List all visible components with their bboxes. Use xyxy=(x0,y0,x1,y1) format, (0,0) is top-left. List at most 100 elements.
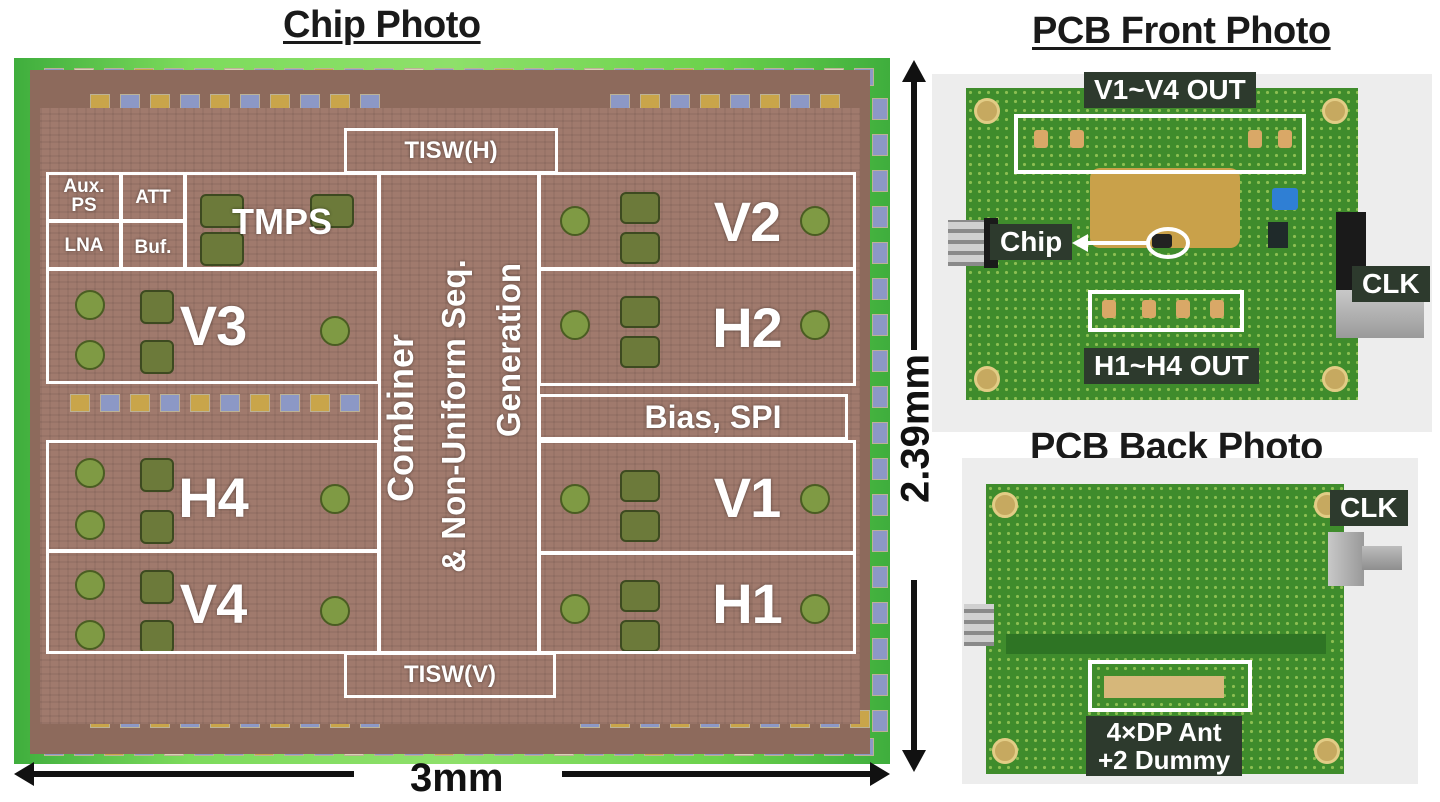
mount-hole xyxy=(992,492,1018,518)
inner-pad-row-mid xyxy=(70,394,360,412)
circuit-cell xyxy=(620,470,660,502)
chip-photo-title: Chip Photo xyxy=(283,4,481,46)
v3-label: V3 xyxy=(179,294,248,357)
combiner-label-line1: Combiner xyxy=(380,334,421,503)
width-dimension-arrow xyxy=(14,762,890,786)
antenna-box xyxy=(1088,660,1252,712)
h-out-pad xyxy=(1210,300,1224,318)
circuit-cell xyxy=(140,290,174,324)
h-out-pad xyxy=(1102,300,1116,318)
v3-box: V3 xyxy=(46,268,380,384)
clk-label-front: CLK xyxy=(1352,266,1430,302)
h1-box: H1 xyxy=(538,552,856,654)
v-out-box xyxy=(1014,114,1306,174)
h4-label: H4 xyxy=(178,466,249,529)
combiner-box: Combiner & Non-Uniform Seq. Generation xyxy=(378,172,540,654)
h2-box: H2 xyxy=(538,268,856,386)
circuit-cell xyxy=(310,194,354,228)
circuit-cell xyxy=(75,340,105,370)
buf-label: Buf. xyxy=(134,237,172,258)
circuit-cell xyxy=(620,192,660,224)
circuit-cell xyxy=(800,484,830,514)
circuit-cell xyxy=(200,232,244,266)
tmps-label: TMPS xyxy=(231,201,332,242)
h-out-pad xyxy=(1176,300,1190,318)
tisw-v-box: TISW(V) xyxy=(344,652,556,698)
bias-spi-label: Bias, SPI xyxy=(644,399,782,435)
circuit-cell xyxy=(140,340,174,374)
circuit-cell xyxy=(200,194,244,228)
aux-ps-label-line2: PS xyxy=(71,195,97,216)
height-dimension-arrow xyxy=(902,60,926,772)
v-out-label: V1~V4 OUT xyxy=(1084,72,1256,108)
tisw-v-label: TISW(V) xyxy=(404,661,496,688)
v2-label: V2 xyxy=(713,190,782,253)
circuit-cell xyxy=(800,206,830,236)
buf-box: Buf. xyxy=(120,220,186,270)
pcb-front-title: PCB Front Photo xyxy=(1032,10,1331,52)
v4-box: V4 xyxy=(46,550,380,654)
aux-ps-box: Aux. PS xyxy=(46,172,122,222)
mount-hole xyxy=(974,98,1000,124)
circuit-cell xyxy=(800,310,830,340)
h-out-box xyxy=(1088,290,1244,332)
circuit-cell xyxy=(75,510,105,540)
circuit-cell xyxy=(75,570,105,600)
h-out-pad xyxy=(1142,300,1156,318)
v1-label: V1 xyxy=(713,466,782,529)
antenna-label: 4×DP Ant +2 Dummy xyxy=(1086,716,1243,776)
back-clk-sma xyxy=(1328,532,1364,586)
circuit-cell xyxy=(560,310,590,340)
mount-hole xyxy=(1314,738,1340,764)
att-label: ATT xyxy=(135,187,171,208)
antenna-label-line1: 4×DP Ant xyxy=(1106,717,1222,747)
chip-label: Chip xyxy=(990,224,1073,260)
aux-ps-label-line1: Aux. xyxy=(63,176,105,197)
h2-label: H2 xyxy=(712,296,783,359)
chip-core-area xyxy=(40,108,860,724)
mount-hole xyxy=(1322,98,1348,124)
component xyxy=(1268,222,1288,248)
inner-pad-row-top-left xyxy=(90,94,380,112)
circuit-cell xyxy=(560,206,590,236)
circuit-cell xyxy=(140,510,174,544)
v4-label: V4 xyxy=(179,572,248,635)
circuit-cell xyxy=(800,594,830,624)
v1-box: V1 xyxy=(538,440,856,554)
circuit-cell xyxy=(620,580,660,612)
v-out-pad xyxy=(1278,130,1292,148)
circuit-cell xyxy=(320,484,350,514)
circuit-cell xyxy=(75,458,105,488)
v-out-pad xyxy=(1248,130,1262,148)
circuit-cell xyxy=(75,290,105,320)
combiner-label-line2: & Non-Uniform Seq. xyxy=(435,259,472,573)
chip-package xyxy=(1152,234,1172,248)
ground-strip xyxy=(1006,634,1326,654)
circuit-cell xyxy=(140,570,174,604)
v-out-pad xyxy=(1070,130,1084,148)
bias-spi-box: Bias, SPI xyxy=(538,394,848,440)
mount-hole xyxy=(992,738,1018,764)
circuit-cell xyxy=(620,510,660,542)
circuit-cell xyxy=(320,596,350,626)
v2-box: V2 xyxy=(538,172,856,270)
circuit-cell xyxy=(620,232,660,264)
att-box: ATT xyxy=(120,172,186,222)
lna-label: LNA xyxy=(64,235,104,256)
circuit-cell xyxy=(620,296,660,328)
tisw-h-label: TISW(H) xyxy=(404,137,498,164)
v-out-pad xyxy=(1034,130,1048,148)
circuit-cell xyxy=(620,336,660,368)
circuit-cell xyxy=(75,620,105,650)
back-header-pins xyxy=(964,604,994,646)
antenna-label-line2: +2 Dummy xyxy=(1098,745,1231,775)
chip-pointer-arrow xyxy=(1072,227,1190,259)
width-dimension-label: 3mm xyxy=(410,756,504,800)
blue-potentiometer xyxy=(1272,188,1298,210)
mount-hole xyxy=(974,366,1000,392)
aux-ps-label: Aux. PS xyxy=(49,177,119,215)
mount-hole xyxy=(1322,366,1348,392)
tisw-h-box: TISW(H) xyxy=(344,128,558,174)
pad-col-right xyxy=(872,98,888,732)
h4-box: H4 xyxy=(46,440,380,552)
